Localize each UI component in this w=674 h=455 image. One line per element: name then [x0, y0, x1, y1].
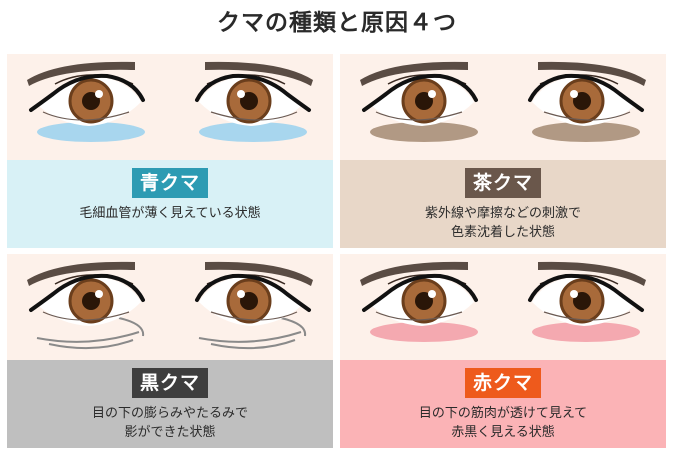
eyes-illustration: [7, 54, 333, 160]
lower-lid-line: [210, 111, 298, 121]
pupil-shape: [240, 92, 258, 110]
undereye-shadow: [370, 322, 478, 342]
card-brown-dark-circles: 茶クマ 紫外線や摩擦などの刺激で 色素沈着した状態: [340, 54, 666, 248]
info-panel: 黒クマ 目の下の膨らみやたるみで 影ができた状態: [7, 360, 333, 448]
eye-highlight: [570, 290, 578, 298]
type-label: 黒クマ: [131, 368, 208, 398]
eye-highlight: [237, 90, 245, 98]
description-line: 影ができた状態: [124, 425, 216, 440]
pupil-shape: [573, 292, 591, 310]
eyes-svg: [360, 61, 646, 142]
card-blue-dark-circles: 青クマ 毛細血管が薄く見えている状態: [7, 54, 333, 248]
type-label: 青クマ: [131, 168, 208, 198]
description-line: 色素沈着した状態: [450, 225, 555, 240]
description: 目の下の筋肉が透けて見えて 赤黒く見える状態: [340, 404, 666, 442]
shadow-line: [48, 339, 134, 350]
undereye-shadow: [532, 322, 640, 342]
description-line: 赤黒く見える状態: [451, 425, 555, 440]
card-black-dark-circles: 黒クマ 目の下の膨らみやたるみで 影ができた状態: [7, 254, 333, 448]
upper-lash-line: [29, 73, 145, 112]
pupil-shape: [82, 92, 100, 110]
page-title: クマの種類と原因４つ: [217, 10, 457, 36]
lower-lid-line: [375, 111, 463, 121]
iris-ring: [401, 78, 447, 124]
description-line: 目の下の膨らみやたるみで: [91, 406, 248, 421]
eyebrow-shape: [27, 261, 135, 286]
description-line: 毛細血管が薄く見えている状態: [79, 206, 261, 221]
eyes-illustration: [340, 254, 666, 360]
eyebrow-shape: [205, 261, 313, 286]
lower-lid-line: [375, 311, 463, 321]
iris-ring: [401, 278, 447, 324]
lower-lid-line: [42, 311, 130, 321]
iris-ring: [559, 278, 605, 324]
pupil-shape: [82, 292, 100, 310]
eyebrow-shape: [360, 261, 468, 286]
description: 目の下の膨らみやたるみで 影ができた状態: [7, 404, 333, 442]
eyebrow-shape: [538, 61, 646, 86]
eyebrow-shape: [538, 261, 646, 286]
eyes-svg: [27, 61, 313, 142]
lower-lid-line: [543, 111, 631, 121]
upper-lash-line: [362, 273, 478, 312]
undereye-shadow: [532, 122, 640, 142]
pupil-shape: [415, 92, 433, 110]
description: 紫外線や摩擦などの刺激で 色素沈着した状態: [340, 204, 666, 242]
lower-lid-line: [210, 311, 298, 321]
iris-ring: [68, 278, 114, 324]
description: 毛細血管が薄く見えている状態: [7, 204, 333, 223]
eye-highlight: [570, 90, 578, 98]
upper-lash-line: [362, 73, 478, 112]
description-line: 目の下の筋肉が透けて見えて: [418, 406, 588, 421]
eye-highlight: [428, 90, 436, 98]
upper-lash-line: [195, 273, 311, 312]
pupil-shape: [240, 292, 258, 310]
eye-highlight: [95, 90, 103, 98]
lower-lid-line: [543, 311, 631, 321]
shadow-line: [210, 339, 296, 350]
info-panel: 青クマ 毛細血管が薄く見えている状態: [7, 160, 333, 248]
undereye-shadow: [370, 122, 478, 142]
shadow-line: [280, 317, 307, 337]
eyes-svg: [27, 261, 313, 350]
card-red-dark-circles: 赤クマ 目の下の筋肉が透けて見えて 赤黒く見える状態: [340, 254, 666, 448]
type-label: 赤クマ: [464, 368, 541, 398]
iris-ring: [226, 278, 272, 324]
upper-lash-line: [528, 73, 644, 112]
eyebrow-shape: [27, 61, 135, 86]
eyes-illustration: [7, 254, 333, 360]
eye-highlight: [237, 290, 245, 298]
eyebrow-shape: [360, 61, 468, 86]
shadow-line: [36, 331, 140, 343]
info-panel: 茶クマ 紫外線や摩擦などの刺激で 色素沈着した状態: [340, 160, 666, 248]
eyes-illustration: [340, 54, 666, 160]
lower-lid-line: [42, 111, 130, 121]
iris-ring: [559, 78, 605, 124]
upper-lash-line: [29, 273, 145, 312]
pupil-shape: [573, 92, 591, 110]
undereye-shadow: [199, 122, 307, 142]
iris-ring: [68, 78, 114, 124]
undereye-shadow: [37, 122, 145, 142]
eyes-svg: [360, 261, 646, 342]
type-label: 茶クマ: [464, 168, 541, 198]
shadow-line: [118, 317, 145, 337]
eye-highlight: [95, 290, 103, 298]
iris-ring: [226, 78, 272, 124]
upper-lash-line: [528, 273, 644, 312]
eyebrow-shape: [205, 61, 313, 86]
pupil-shape: [415, 292, 433, 310]
upper-lash-line: [195, 73, 311, 112]
description-line: 紫外線や摩擦などの刺激で: [424, 206, 581, 221]
info-panel: 赤クマ 目の下の筋肉が透けて見えて 赤黒く見える状態: [340, 360, 666, 448]
eye-highlight: [428, 290, 436, 298]
shadow-line: [198, 331, 302, 343]
